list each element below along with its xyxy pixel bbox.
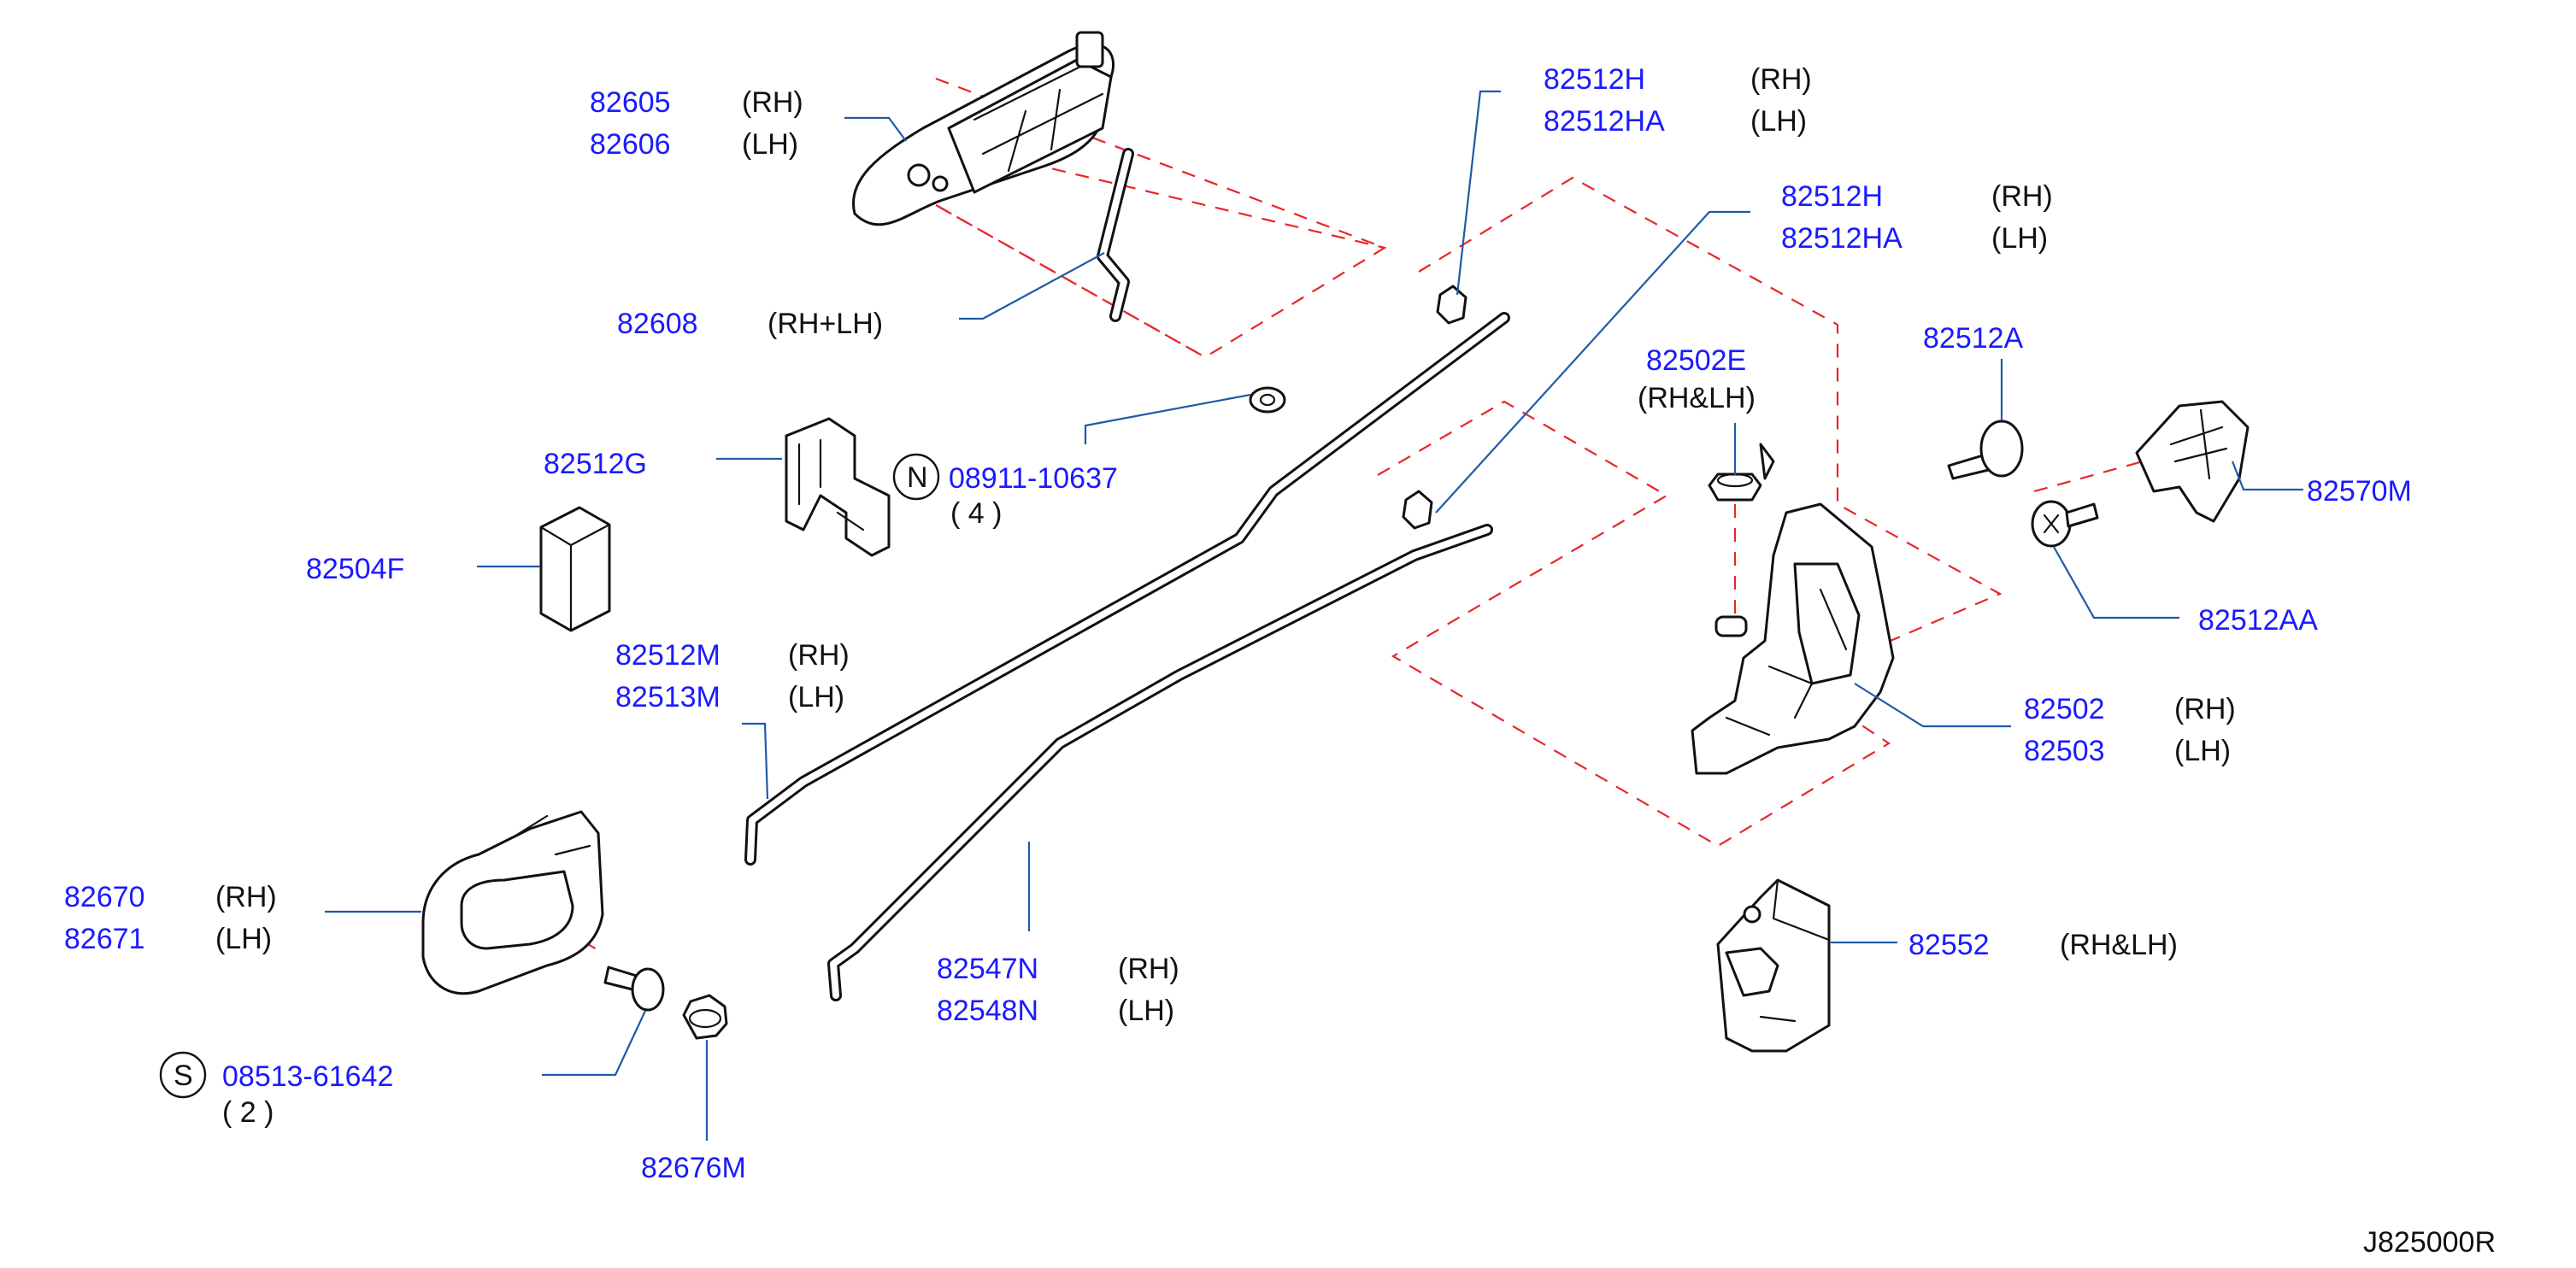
side-82512ha: (LH) [1991, 222, 2048, 255]
door-lock-drawing [1691, 443, 1895, 775]
side-82512h-top: (RH) [1750, 63, 1812, 96]
part-number-82502: 82502 [2024, 693, 2105, 725]
tapping-screw-drawing [603, 966, 665, 1012]
part-number-82512h-top: 82512H [1544, 63, 1645, 96]
actuator-drawing [1716, 878, 1831, 1053]
badge-s [159, 1051, 207, 1099]
bolt-82512a-drawing [1947, 420, 2024, 480]
part-number-82512ha-top: 82512HA [1544, 105, 1665, 138]
screw-82512aa-drawing [2031, 500, 2099, 548]
part-number-82606: 82606 [590, 128, 671, 161]
part-number-82512ha: 82512HA [1781, 222, 1903, 255]
side-82606: (LH) [742, 128, 798, 161]
side-82671: (LH) [215, 923, 272, 955]
side-82512h: (RH) [1991, 180, 2053, 213]
part-number-82512aa: 82512AA [2198, 604, 2318, 637]
rod-82547n-drawing [827, 490, 1493, 1001]
grommet-drawing [1708, 473, 1762, 502]
part-number-82570m: 82570M [2307, 475, 2412, 508]
side-82512ha-top: (LH) [1750, 105, 1807, 138]
dashed-guides [520, 77, 2206, 951]
clip-82512g-drawing [785, 417, 891, 557]
clip-82676m-drawing [682, 994, 728, 1040]
inside-handle-drawing [421, 810, 604, 995]
striker-drawing [2135, 400, 2250, 523]
badge-s-letter: S [173, 1060, 193, 1092]
part-number-82605: 82605 [590, 86, 671, 119]
pad-82504f-drawing [539, 506, 611, 632]
side-82608: (RH+LH) [768, 308, 883, 340]
nut-drawing [1249, 386, 1286, 414]
part-labels: 82605 (RH) 82606 (LH) 82608 (RH+LH) N 08… [64, 63, 2496, 1259]
part-number-82548n: 82548N [937, 995, 1038, 1027]
part-number-82512g: 82512G [544, 448, 647, 480]
part-number-08911-10637: 08911-10637 [949, 462, 1118, 495]
side-82552: (RH&LH) [2060, 929, 2178, 961]
qty-08513-61642: ( 2 ) [222, 1096, 273, 1129]
part-number-82676m: 82676M [641, 1152, 746, 1184]
part-number-82513m: 82513M [615, 681, 720, 713]
part-number-82547n: 82547N [937, 953, 1038, 985]
outside-handle-drawing [852, 31, 1115, 226]
part-number-82512m: 82512M [615, 639, 720, 672]
qty-08911-10637: ( 4 ) [950, 497, 1002, 530]
badge-n [892, 453, 940, 501]
side-82605: (RH) [742, 86, 803, 119]
rod-82608-drawing [1097, 148, 1134, 322]
part-number-82671: 82671 [64, 923, 145, 955]
side-82513m: (LH) [788, 681, 844, 713]
part-number-82503: 82503 [2024, 735, 2105, 767]
side-82512m: (RH) [788, 639, 850, 672]
part-number-82512a: 82512A [1923, 322, 2024, 355]
leader-lines [325, 90, 2303, 1141]
part-number-82502e: 82502E [1646, 344, 1746, 377]
part-number-82512h: 82512H [1781, 180, 1883, 213]
rod-82512m-drawing [744, 285, 1510, 866]
side-82502e: (RH&LH) [1638, 382, 1756, 414]
side-82502: (RH) [2174, 693, 2236, 725]
part-number-82608: 82608 [617, 308, 698, 340]
side-82503: (LH) [2174, 735, 2231, 767]
side-82670: (RH) [215, 881, 277, 913]
side-82547n: (RH) [1118, 953, 1179, 985]
badge-n-letter: N [907, 461, 928, 494]
part-number-82670: 82670 [64, 881, 145, 913]
side-82548n: (LH) [1118, 995, 1174, 1027]
part-number-08513-61642: 08513-61642 [222, 1060, 393, 1093]
diagram-id: J825000R [2363, 1226, 2496, 1259]
part-number-82504f: 82504F [306, 553, 404, 585]
part-number-82552: 82552 [1908, 929, 1990, 961]
